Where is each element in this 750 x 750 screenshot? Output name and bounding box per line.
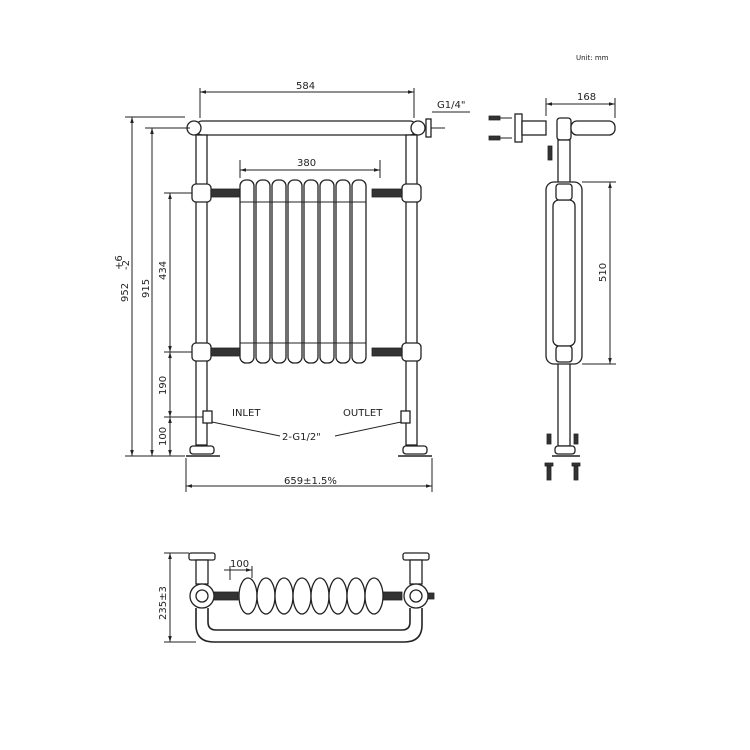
inlet-label: INLET — [232, 408, 261, 419]
dim-height-total-tol-plus: +6 — [114, 255, 125, 270]
radiator-top-columns — [238, 577, 384, 615]
top-view-dimensions: 100 235±3 — [158, 552, 253, 643]
dim-height-434: 434 — [158, 261, 169, 280]
dim-depth-top: 168 — [577, 92, 596, 103]
dim-thread-top: G1/4" — [437, 100, 465, 111]
dim-width-top: 584 — [296, 81, 315, 92]
front-view-dimensions: 584 G1/4" 380 952 +6 -2 915 434 190 100 — [114, 81, 470, 492]
thread-bottom-label: 2-G1/2" — [282, 432, 321, 443]
dim-panel-height: 510 — [598, 263, 609, 282]
top-view — [188, 552, 435, 643]
dim-height-total-tol-minus: -2 — [121, 260, 132, 270]
dim-top-offset: 100 — [230, 559, 249, 570]
unit-label: Unit: mm — [576, 54, 609, 62]
front-view — [180, 118, 432, 457]
dim-width-bottom: 659±1.5% — [284, 476, 337, 487]
outlet-label: OUTLET — [343, 408, 383, 419]
dim-height-915: 915 — [141, 279, 152, 298]
dim-height-total: 952 — [120, 283, 131, 302]
dim-panel-width: 380 — [297, 158, 316, 169]
side-view-dimensions: 168 510 — [545, 92, 616, 365]
side-view — [488, 113, 616, 481]
dim-top-depth: 235±3 — [158, 586, 169, 620]
dim-height-100: 100 — [158, 427, 169, 446]
dim-height-190: 190 — [158, 376, 169, 395]
radiator-columns — [239, 179, 367, 364]
